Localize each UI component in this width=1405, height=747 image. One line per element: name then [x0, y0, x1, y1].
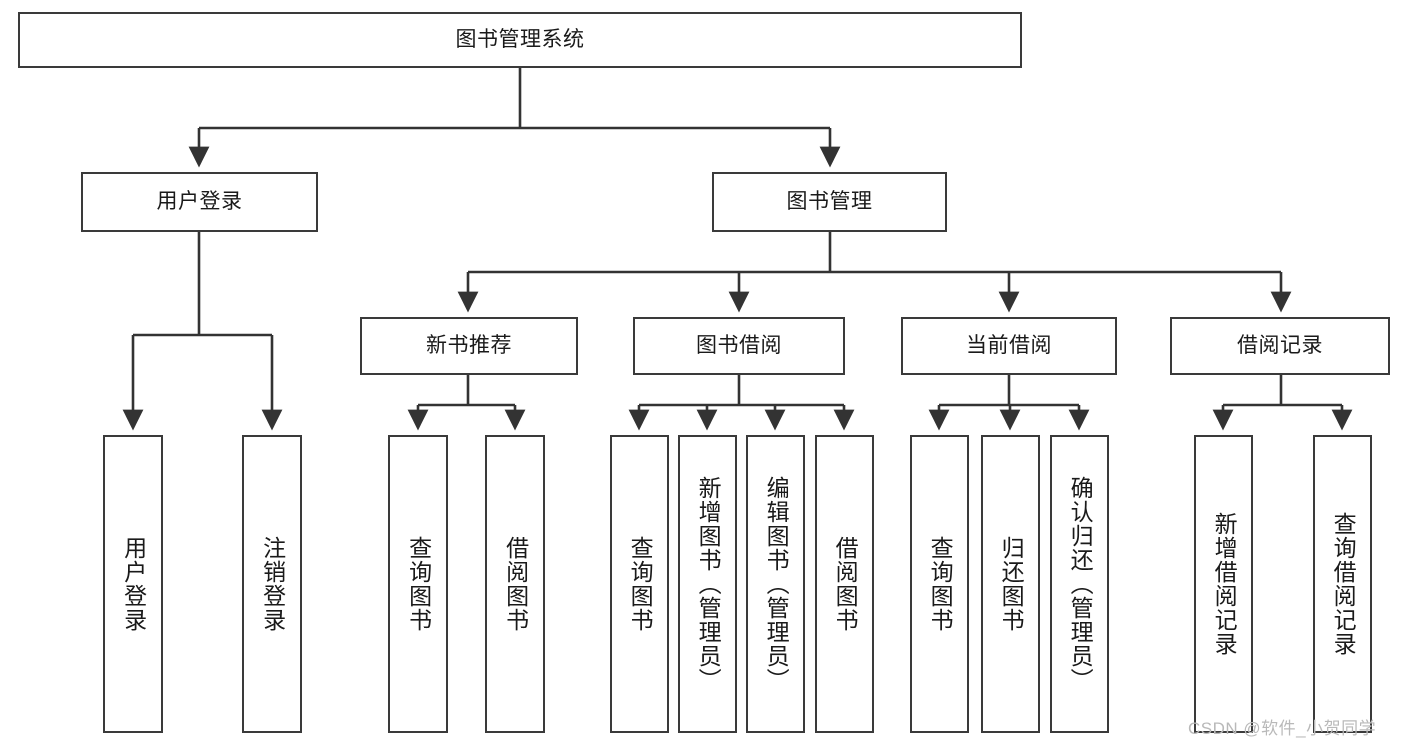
- node-user-login[interactable]: 用户登录: [81, 172, 318, 232]
- node-label: 新增图书（管理员）: [695, 476, 722, 692]
- node-label: 图书管理: [786, 190, 873, 214]
- node-borrow-record[interactable]: 借阅记录: [1170, 317, 1390, 375]
- node-leaf-query-borrow-record[interactable]: 查询借阅记录: [1313, 435, 1372, 733]
- node-label: 归还图书: [998, 536, 1025, 632]
- node-current-borrow[interactable]: 当前借阅: [901, 317, 1117, 375]
- node-book-management[interactable]: 图书管理: [712, 172, 947, 232]
- node-new-book-recommend[interactable]: 新书推荐: [360, 317, 578, 375]
- node-leaf-query-book-current[interactable]: 查询图书: [910, 435, 969, 733]
- node-leaf-query-book-recommend[interactable]: 查询图书: [388, 435, 448, 733]
- node-label: 用户登录: [156, 190, 243, 214]
- node-leaf-add-book-admin[interactable]: 新增图书（管理员）: [678, 435, 737, 733]
- node-label: 当前借阅: [966, 334, 1052, 358]
- node-leaf-borrow-book-recommend[interactable]: 借阅图书: [485, 435, 545, 733]
- node-leaf-edit-book-admin[interactable]: 编辑图书（管理员）: [746, 435, 805, 733]
- node-label: 借阅图书: [832, 536, 859, 632]
- node-leaf-confirm-return-admin[interactable]: 确认归还（管理员）: [1050, 435, 1109, 733]
- node-leaf-add-borrow-record[interactable]: 新增借阅记录: [1194, 435, 1253, 733]
- node-label: 编辑图书（管理员）: [763, 476, 790, 692]
- node-label: 借阅图书: [502, 536, 529, 632]
- node-label: 新增借阅记录: [1211, 512, 1238, 656]
- node-label: 查询图书: [927, 536, 954, 632]
- node-label: 新书推荐: [426, 334, 512, 358]
- node-book-borrow[interactable]: 图书借阅: [633, 317, 845, 375]
- node-leaf-borrow-book[interactable]: 借阅图书: [815, 435, 874, 733]
- node-label: 图书借阅: [696, 334, 782, 358]
- node-leaf-query-book-borrow[interactable]: 查询图书: [610, 435, 669, 733]
- node-label: 查询图书: [627, 536, 654, 632]
- node-label: 查询借阅记录: [1330, 512, 1357, 656]
- node-label: 确认归还（管理员）: [1067, 476, 1094, 692]
- node-label: 用户登录: [120, 536, 147, 632]
- node-label: 图书管理系统: [455, 28, 585, 52]
- node-leaf-return-book[interactable]: 归还图书: [981, 435, 1040, 733]
- node-root-book-management-system[interactable]: 图书管理系统: [18, 12, 1022, 68]
- watermark: CSDN @软件_小贺同学: [1188, 719, 1377, 738]
- node-leaf-logout[interactable]: 注销登录: [242, 435, 302, 733]
- node-leaf-user-login[interactable]: 用户登录: [103, 435, 163, 733]
- node-label: 注销登录: [259, 536, 286, 632]
- node-label: 借阅记录: [1237, 334, 1323, 358]
- node-label: 查询图书: [405, 536, 432, 632]
